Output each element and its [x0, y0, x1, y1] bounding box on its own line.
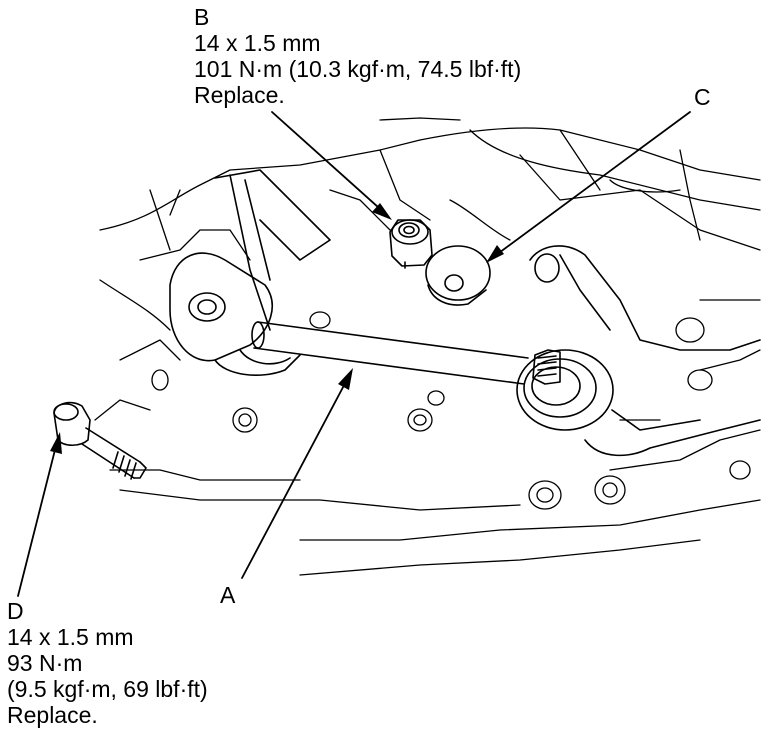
- self-locking-nut: [389, 219, 433, 269]
- callout-c-letter: C: [694, 84, 711, 110]
- leader-d: [17, 437, 59, 597]
- callout-b-torque: 101 N·m (10.3 kgf·m, 74.5 lbf·ft): [194, 56, 522, 82]
- arrowhead-d: [50, 432, 62, 454]
- callout-d-torque: 93 N·m: [7, 650, 83, 676]
- stabilizer-link-rod: [251, 321, 529, 385]
- callout-d-letter: D: [7, 598, 24, 624]
- arrowhead-a: [338, 368, 353, 390]
- arrowhead-b: [372, 203, 392, 220]
- arrowhead-c: [486, 245, 504, 263]
- subframe-outline: [94, 117, 761, 576]
- callout-a: A: [220, 582, 235, 608]
- flange-bolt: [53, 401, 147, 480]
- callout-b-note: Replace.: [194, 82, 285, 108]
- callout-b-size: 14 x 1.5 mm: [194, 30, 321, 56]
- callout-a-letter: A: [220, 582, 236, 608]
- stabilizer-bar-arm: [529, 245, 761, 457]
- callout-b: B 14 x 1.5 mm 101 N·m (10.3 kgf·m, 74.5 …: [194, 4, 521, 108]
- right-ball-joint: [516, 349, 614, 431]
- callout-d-torque-alt: (9.5 kgf·m, 69 lbf·ft): [7, 676, 208, 702]
- callout-c: C: [694, 84, 711, 110]
- callout-b-letter: B: [194, 4, 210, 30]
- callout-d-size: 14 x 1.5 mm: [7, 624, 134, 650]
- leader-b: [271, 111, 389, 217]
- leader-a: [241, 373, 351, 579]
- arrowheads: [50, 203, 504, 454]
- callout-d: D 14 x 1.5 mm 93 N·m (9.5 kgf·m, 69 lbf·…: [7, 598, 208, 728]
- left-mount-bracket: [169, 169, 331, 376]
- washer: [425, 245, 491, 306]
- callout-d-note: Replace.: [7, 702, 98, 728]
- subframe-holes: [151, 311, 751, 510]
- leader-c: [491, 111, 691, 259]
- leader-lines: [17, 111, 691, 597]
